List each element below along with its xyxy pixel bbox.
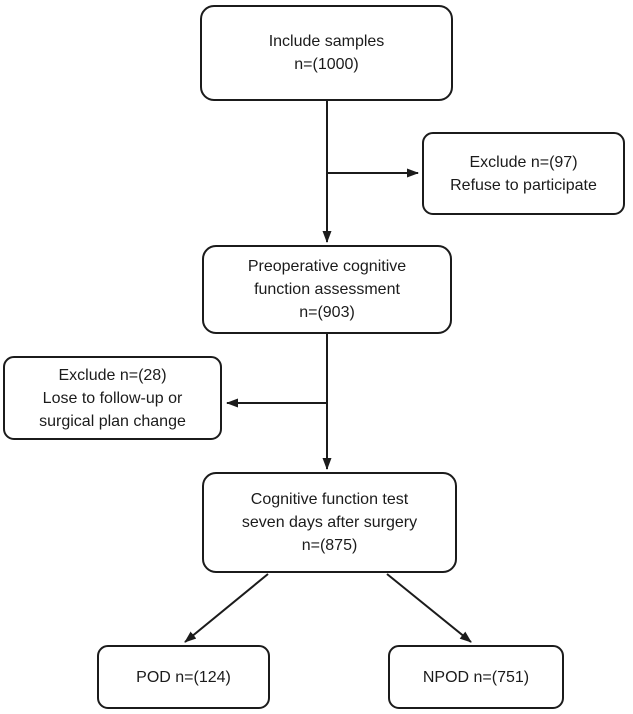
flow-node-exclude-followup: Exclude n=(28) Lose to follow-up or surg… [3,356,222,440]
node-text-line: Exclude n=(97) [469,153,578,171]
flow-node-include-samples: Include samples n=(1000) [200,5,453,101]
node-text-line: n=(1000) [294,56,359,73]
node-text-line: Lose to follow-up or [42,389,183,407]
node-text-line: Exclude n=(28) [58,366,167,384]
flow-node-preoperative-assessment: Preoperative cognitive function assessme… [202,245,452,334]
node-text-line: POD n=(124) [136,668,231,686]
node-text-line: seven days after surgery [241,514,418,531]
flow-node-exclude-refuse: Exclude n=(97) Refuse to participate [422,132,625,215]
arrow-test-to-npod [386,573,472,643]
node-text-line: Include samples [268,33,385,50]
node-text-line: n=(903) [299,304,355,321]
node-text-line: Refuse to participate [450,176,597,194]
node-text-line: Preoperative cognitive [247,258,407,275]
node-text-line: Cognitive function test [250,491,409,508]
node-text-line: surgical plan change [39,412,186,430]
flow-node-cognitive-test: Cognitive function test seven days after… [202,472,457,573]
flow-node-pod: POD n=(124) [97,645,270,709]
flow-node-npod: NPOD n=(751) [388,645,564,709]
node-text-line: n=(875) [301,537,358,554]
arrow-test-to-pod [184,573,269,643]
node-text-line: function assessment [254,281,400,298]
node-text-line: NPOD n=(751) [422,668,530,686]
